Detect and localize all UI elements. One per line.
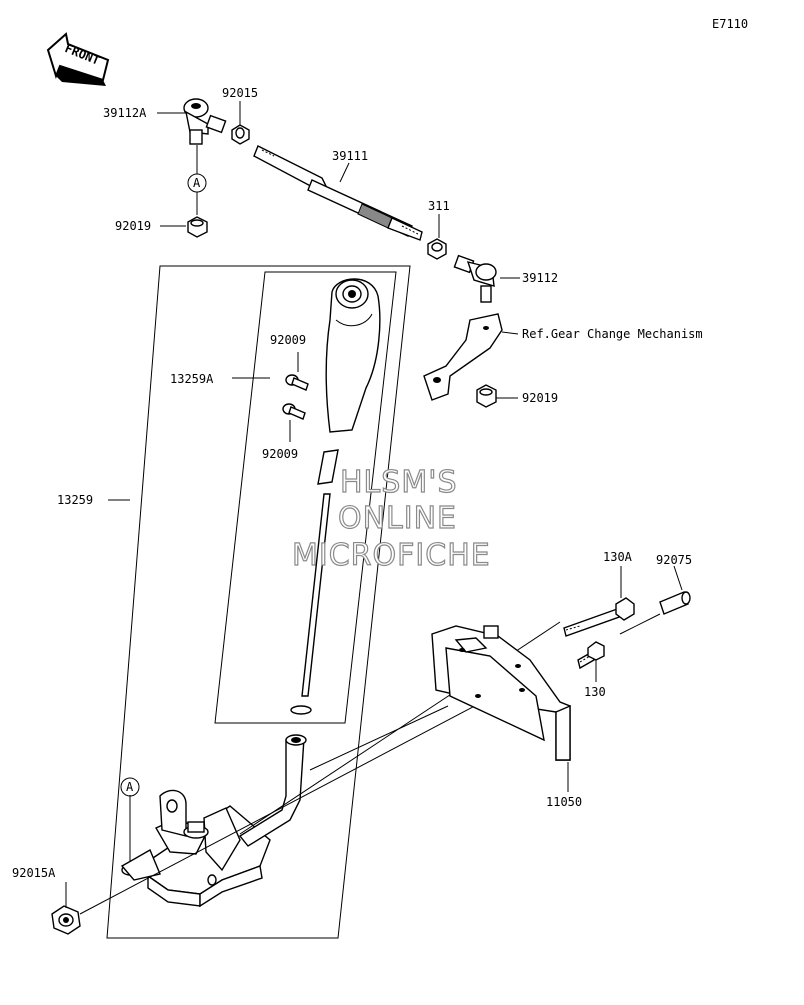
nut-92015 <box>231 124 250 145</box>
label-13259a: 13259A <box>170 372 214 386</box>
label-130a: 130A <box>603 550 633 564</box>
tie-rod-end-39112a <box>183 98 227 145</box>
screw-92009-top <box>285 374 309 391</box>
label-92009-bottom: 92009 <box>262 447 298 461</box>
watermark-line-1: HLSM'S <box>340 465 458 500</box>
label-13259: 13259 <box>57 493 93 507</box>
tie-rod-end-39112 <box>453 254 497 303</box>
nut-311 <box>427 238 447 260</box>
callout-letter: A <box>126 780 134 794</box>
watermark: HLSM'S ONLINE MICROFICHE <box>291 464 491 573</box>
watermark-line-2: ONLINE <box>338 501 457 536</box>
nut-92015a <box>51 905 81 935</box>
watermark-line-3: MICROFICHE <box>292 538 491 573</box>
label-311: 311 <box>428 199 450 213</box>
callout-a-top: A <box>187 173 207 193</box>
label-92075: 92075 <box>656 553 692 567</box>
nut-92019-top <box>187 216 208 238</box>
shifter-base <box>120 734 307 908</box>
label-92019-right: 92019 <box>522 391 558 405</box>
label-92009-top: 92009 <box>270 333 306 347</box>
screw-92009-bottom <box>282 403 306 420</box>
callout-letter: A <box>193 176 201 190</box>
front-arrow-icon: FRONT <box>46 32 110 86</box>
sleeve <box>317 449 339 485</box>
bolt-130a <box>563 597 635 637</box>
label-130: 130 <box>584 685 606 699</box>
reference-text: Ref.Gear Change Mechanism <box>522 327 703 341</box>
label-92015a: 92015A <box>12 866 56 880</box>
label-39112: 39112 <box>522 271 558 285</box>
assembly-outline-13259 <box>106 265 411 939</box>
o-ring <box>290 705 312 715</box>
label-11050: 11050 <box>546 795 582 809</box>
callout-a-bottom: A <box>120 777 140 797</box>
spacer-92075 <box>659 591 691 615</box>
label-39111: 39111 <box>332 149 368 163</box>
shift-knob <box>325 278 381 433</box>
shift-rod <box>301 493 331 697</box>
bolt-130 <box>577 641 605 670</box>
label-92019-top: 92019 <box>115 219 151 233</box>
label-92015: 92015 <box>222 86 258 100</box>
nut-92019-right <box>476 384 497 408</box>
assembly-outline-13259a <box>214 271 397 724</box>
label-39112a: 39112A <box>103 106 147 120</box>
diagram-code: E7110 <box>712 17 748 31</box>
rod-39111 <box>253 145 423 241</box>
mount-plate-11050 <box>431 625 571 761</box>
gear-change-bracket <box>423 313 503 401</box>
